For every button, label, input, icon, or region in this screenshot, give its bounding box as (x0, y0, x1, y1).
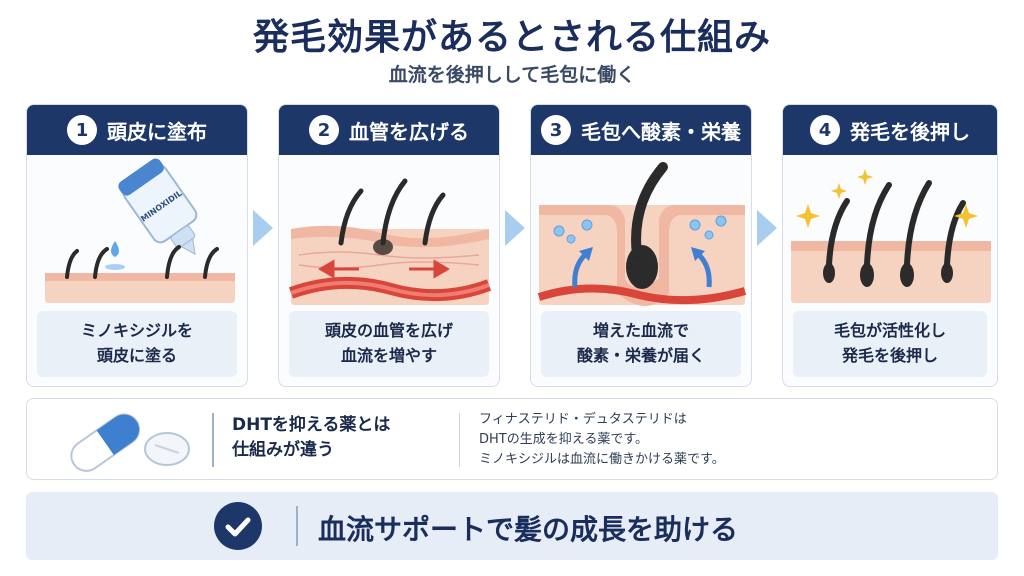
drop-icon (111, 241, 119, 257)
expand-arrow-left-icon (318, 259, 359, 279)
info-detail: フィナステリド・デュタステリドは DHTの生成を抑える薬です。 ミノキシジルは血… (479, 412, 725, 468)
summary-text: 血流サポートで髪の成長を助ける (318, 513, 739, 546)
step-title-1: 頭皮に塗布 (107, 119, 207, 144)
step-description-2: 頭皮の血管を広げ 血流を増やす (289, 311, 489, 377)
info-heading: DHTを抑える薬とは 仕組みが違う (232, 415, 391, 460)
step-number-3: 3 (541, 115, 571, 145)
step-header-2: 2 血管を広げる (279, 105, 499, 155)
step-title-2: 血管を広げる (349, 119, 469, 144)
step-card-3: 3 毛包へ酸素・栄養 増えた血流で 酸素・栄養が届く (530, 104, 752, 387)
apply-scalp-illustration: MINOXIDIL (45, 158, 235, 303)
check-circle-icon (214, 502, 262, 550)
page-subtitle: 血流を後押しして毛包に働く (388, 64, 636, 86)
step-header-3: 3 毛包へ酸素・栄養 (531, 105, 751, 155)
sparkle-icon (796, 169, 978, 228)
step-number-1: 1 (67, 115, 97, 145)
expand-arrow-right-icon (409, 259, 450, 279)
up-arrow-right-icon (691, 247, 712, 288)
hair-growth-illustration (791, 169, 991, 303)
summary-banner: 血流サポートで髪の成長を助ける (26, 492, 998, 560)
oxygen-nutrient-illustration (537, 162, 747, 306)
step-card-4: 4 発毛を後押し 毛包が活性化し 発毛を後押し (782, 104, 998, 387)
step-card-1: 1 頭皮に塗布 MINOXIDIL ミノキシジルを 頭皮に塗る (26, 104, 248, 387)
dht-comparison-box: DHTを抑える薬とは 仕組みが違う フィナステリド・デュタステリドは DHTの生… (26, 398, 998, 480)
pill-icon (70, 413, 190, 472)
oxygen-bubble-icon (553, 215, 727, 244)
step-card-2: 2 血管を広げる 頭皮の血管を広げ 血流を増やす (278, 104, 500, 387)
page-title: 発毛効果があるとされる仕組み (252, 17, 771, 58)
up-arrow-left-icon (572, 247, 593, 288)
flow-arrow-2 (505, 210, 525, 246)
step-number-2: 2 (309, 115, 339, 145)
flow-arrow-3 (757, 210, 777, 246)
dilate-vessel-illustration (288, 178, 492, 305)
bottle-icon: MINOXIDIL (118, 158, 198, 255)
step-description-1: ミノキシジルを 頭皮に塗る (37, 311, 237, 377)
step-number-4: 4 (810, 115, 840, 145)
step-description-4: 毛包が活性化し 発毛を後押し (793, 311, 987, 377)
step-title-3: 毛包へ酸素・栄養 (581, 119, 741, 144)
info-divider (212, 413, 214, 467)
banner-divider (296, 506, 298, 546)
step-title-4: 発毛を後押し (850, 119, 970, 144)
step-header-1: 1 頭皮に塗布 (27, 105, 247, 155)
info-divider-2 (459, 413, 460, 467)
step-description-3: 増えた血流で 酸素・栄養が届く (541, 311, 741, 377)
step-header-4: 4 発毛を後押し (783, 105, 997, 155)
flow-arrow-1 (253, 210, 273, 246)
